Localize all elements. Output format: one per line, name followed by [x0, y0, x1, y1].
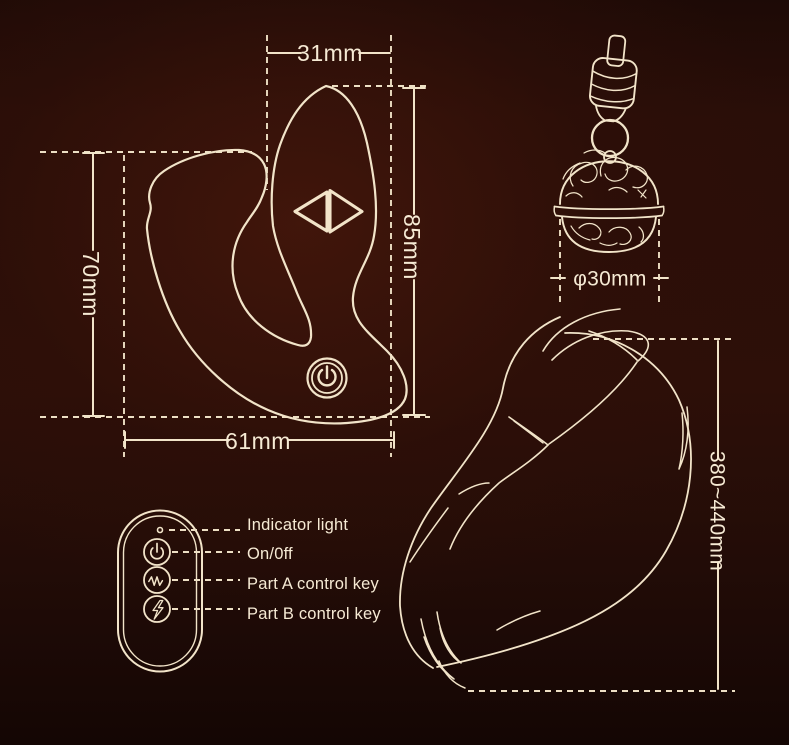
bell-filigree: [562, 149, 648, 246]
dimension-label-top-width: 31mm: [297, 40, 363, 66]
tail-sketch: 380~440mm: [399, 308, 735, 692]
device-outline: [145, 84, 408, 425]
remote-part-b-button: [143, 595, 171, 623]
lightning-icon: [152, 599, 164, 620]
remote-power-button: [143, 538, 171, 566]
bell-dimension-guides: [550, 219, 669, 304]
dimension-label-right-height: 85mm: [399, 214, 425, 280]
arrow-left-icon: [293, 190, 329, 233]
remote-label-part-a: Part A control key: [247, 575, 380, 593]
bell-ring: [590, 118, 630, 158]
remote-part-a-button: [143, 566, 171, 594]
wave-icon: [148, 576, 164, 587]
power-icon: [150, 542, 164, 560]
dimension-label-left-height: 70mm: [78, 251, 104, 317]
remote-label-power: On/0ff: [247, 545, 293, 563]
remote-callout-lines: [169, 529, 240, 610]
bell-ball: [553, 149, 665, 253]
dimension-label-tail-length: 380~440mm: [706, 451, 729, 571]
tail-dimension-guides: [468, 338, 735, 692]
device-dimension-guides: [40, 35, 430, 457]
device-power-button: [306, 357, 348, 399]
indicator-dot: [156, 526, 164, 534]
dimension-label-bell-diameter: φ30mm: [573, 268, 646, 291]
arrow-right-icon: [328, 188, 364, 234]
remote-label-indicator: Indicator light: [247, 516, 348, 534]
dimension-label-bottom-width: 61mm: [225, 428, 291, 454]
device-arrow-buttons: [293, 188, 364, 234]
bell-pendant: φ30mm: [550, 34, 669, 304]
power-icon: [317, 365, 337, 387]
remote-control: Indicator light On/0ff Part A control ke…: [117, 509, 381, 673]
bell-connector: [588, 34, 638, 123]
remote-label-part-b: Part B control key: [247, 605, 381, 623]
